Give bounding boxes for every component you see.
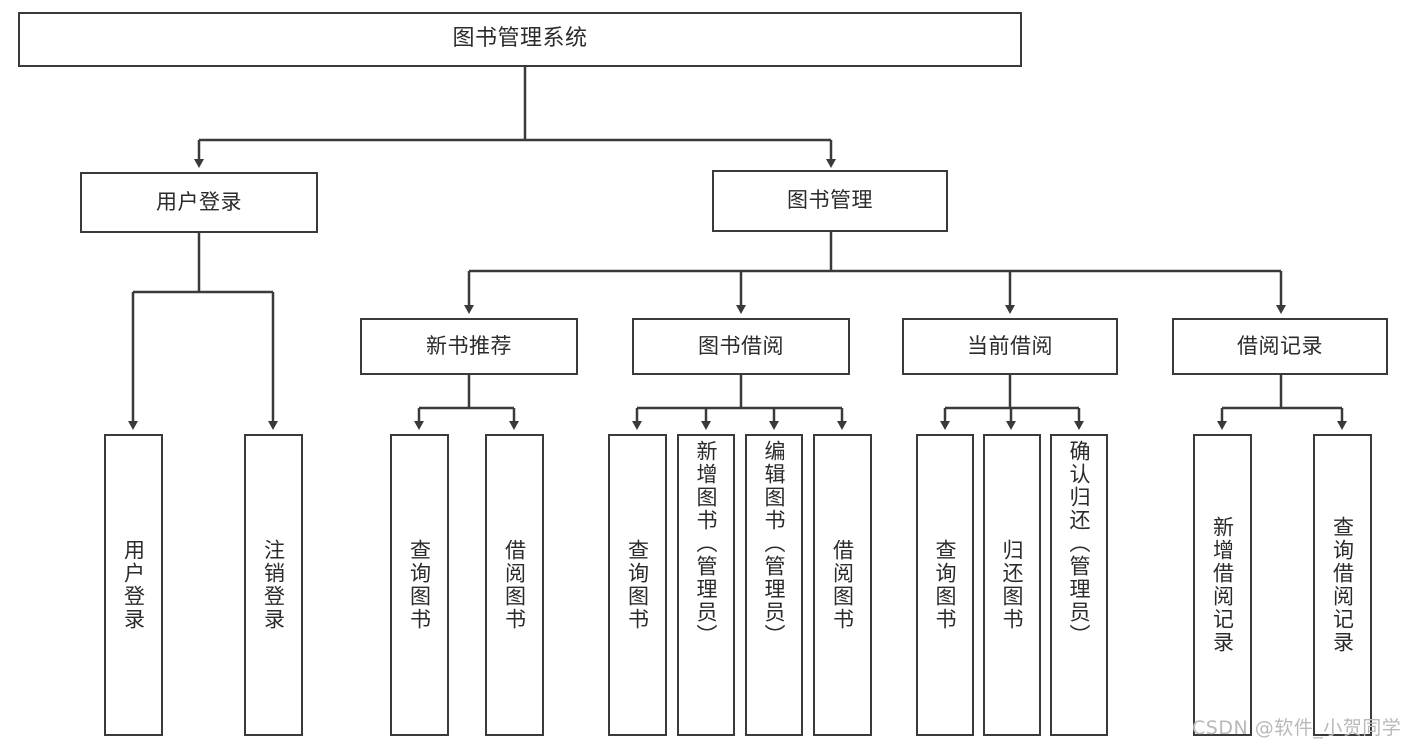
leaf-new-book-borrow[interactable]: 借阅图书 bbox=[485, 434, 544, 736]
leaf-user-login-signin[interactable]: 用户登录 bbox=[104, 434, 163, 736]
node-label: 查询图书 bbox=[625, 539, 650, 631]
leaf-book-borrow-edit[interactable]: 编辑图书（管理员） bbox=[745, 434, 803, 736]
leaf-current-borrow-query[interactable]: 查询图书 bbox=[916, 434, 974, 736]
leaf-current-borrow-return[interactable]: 归还图书 bbox=[983, 434, 1041, 736]
leaf-book-borrow-lend[interactable]: 借阅图书 bbox=[813, 434, 872, 736]
node-label: 查询图书 bbox=[933, 539, 958, 631]
leaf-current-borrow-confirm[interactable]: 确认归还（管理员） bbox=[1050, 434, 1108, 736]
node-book-borrow[interactable]: 图书借阅 bbox=[632, 318, 850, 375]
watermark: CSDN @软件_小贺同学 bbox=[1192, 717, 1402, 739]
node-current-borrow[interactable]: 当前借阅 bbox=[902, 318, 1118, 375]
leaf-borrow-record-add[interactable]: 新增借阅记录 bbox=[1193, 434, 1252, 736]
node-label: 新书推荐 bbox=[426, 333, 512, 358]
leaf-new-book-query[interactable]: 查询图书 bbox=[390, 434, 449, 736]
node-label: 注销登录 bbox=[261, 539, 286, 631]
node-label: 编辑图书（管理员） bbox=[762, 440, 787, 647]
node-label: 查询借阅记录 bbox=[1330, 516, 1355, 654]
node-label: 图书借阅 bbox=[698, 333, 784, 358]
node-root-system[interactable]: 图书管理系统 bbox=[18, 12, 1022, 67]
leaf-borrow-record-query[interactable]: 查询借阅记录 bbox=[1313, 434, 1372, 736]
leaf-user-login-signout[interactable]: 注销登录 bbox=[244, 434, 303, 736]
node-label: 新增借阅记录 bbox=[1210, 516, 1235, 654]
node-label: 借阅图书 bbox=[502, 539, 527, 631]
node-new-book-recommend[interactable]: 新书推荐 bbox=[360, 318, 578, 375]
node-label: 图书管理系统 bbox=[452, 26, 588, 52]
node-label: 确认归还（管理员） bbox=[1067, 440, 1092, 647]
leaf-book-borrow-add[interactable]: 新增图书（管理员） bbox=[677, 434, 735, 736]
node-borrow-record[interactable]: 借阅记录 bbox=[1172, 318, 1388, 375]
node-label: 当前借阅 bbox=[967, 333, 1053, 358]
node-label: 新增图书（管理员） bbox=[694, 440, 719, 647]
node-label: 归还图书 bbox=[1000, 539, 1025, 631]
leaf-book-borrow-query[interactable]: 查询图书 bbox=[608, 434, 667, 736]
node-user-login[interactable]: 用户登录 bbox=[80, 172, 318, 233]
node-label: 借阅记录 bbox=[1237, 333, 1323, 358]
node-label: 图书管理 bbox=[787, 188, 873, 213]
node-label: 用户登录 bbox=[121, 539, 146, 631]
node-label: 查询图书 bbox=[407, 539, 432, 631]
node-book-management[interactable]: 图书管理 bbox=[712, 170, 948, 232]
node-label: 用户登录 bbox=[156, 189, 242, 214]
node-label: 借阅图书 bbox=[830, 539, 855, 631]
